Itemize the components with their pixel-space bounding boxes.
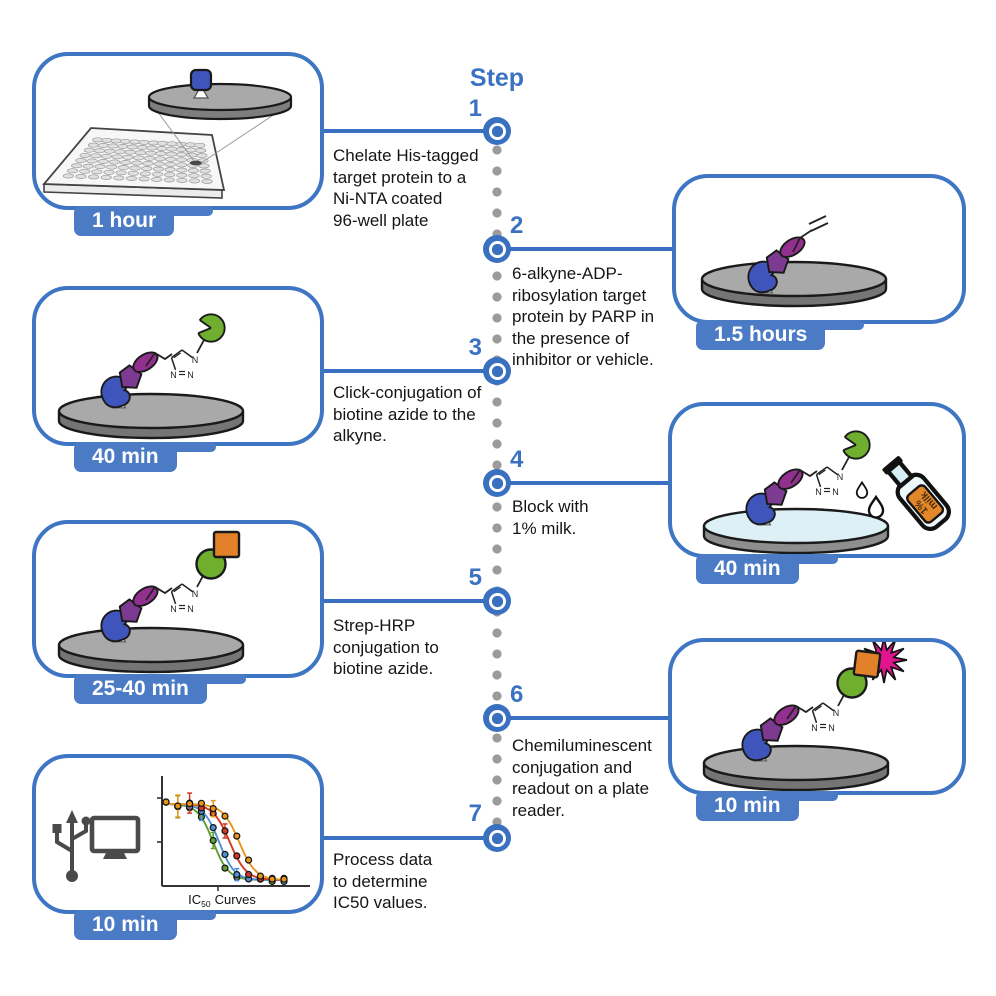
timeline-node-5 [483,587,511,615]
step-description-5: Strep-HRP conjugation to biotine azide. [333,616,439,678]
well-disc [57,626,245,674]
streptavidin-pacman [827,428,871,460]
milk-bottle-label [906,484,945,524]
time-badge-step1: 1 hour [74,206,214,236]
connector-step6 [509,716,671,720]
timeline-node-6 [483,704,511,732]
connector-step5 [320,599,486,603]
panel-step6: N N N [668,638,966,795]
linker-chain [786,704,814,720]
magnified-well-disc [147,68,293,121]
step-description-6: Chemiluminescent conjugation and readout… [512,736,652,820]
panel-step3: N N N [32,286,324,446]
ring-n-label: N [832,487,839,497]
step-description-3: Click-conjugation of biotine azide to th… [333,383,482,445]
time-badge-step2: 1.5 hours [696,320,865,350]
ring-n-label: N [187,604,194,614]
step6-illustration: N N N [702,642,908,791]
connector-step7 [320,836,486,840]
microplate [42,127,226,199]
ring-n-label: N [170,370,177,380]
triazole-ring: N N N [170,349,199,380]
step4-illustration: N N N 1% milk [702,428,951,554]
milk-droplet-large [867,495,885,519]
time-badge-step4: 40 min [696,554,837,584]
timeline-node-3 [483,357,511,385]
milk-droplet-small [855,481,869,499]
step-number-3: 3 [468,334,482,361]
biotin-bond [196,339,205,354]
connector-step4 [509,481,671,485]
step2-illustration [700,215,888,308]
step-description-7: Process data to determine IC50 values. [333,850,433,912]
timeline-node-7 [483,824,511,852]
milk-bottle: 1% milk [882,456,951,532]
connector-step2 [509,247,675,251]
step-number-6: 6 [510,681,524,708]
ring-n-label: N [833,708,840,718]
ring-n-label: N [192,355,199,365]
monitor-icon [89,815,141,859]
highlighted-well [190,160,202,166]
timeline-node-4 [483,469,511,497]
ring-n-label: N [811,723,818,733]
time-badge-step7: 10 min [74,910,215,940]
microplate-wells [62,137,213,184]
step-number-2: 2 [510,212,524,239]
triazole-ring: N N N [815,466,844,497]
triazole-ring: N N N [170,583,199,614]
ring-n-label: N [170,604,177,614]
usb-icon [52,810,91,882]
step-number-1: 1 [468,95,482,122]
time-badge-step5: 25-40 min [74,674,246,704]
step3-illustration: N N N [57,311,245,440]
ring-n-label: N [828,723,835,733]
ic50-curves [162,792,288,886]
alkyne-group [792,215,829,253]
time-badge-step6: 10 min [696,791,837,821]
milk-coated-disc [702,507,890,554]
streptavidin-pacman [182,311,226,343]
ring-n-label: N [187,370,194,380]
timeline-node-1 [483,117,511,145]
triazole-ring: N N N [811,702,840,733]
step-description-1: Chelate His-tagged target protein to a N… [333,146,479,230]
timeline-title: Step [469,64,525,92]
step5-illustration: N N N [57,530,245,674]
timeline-node-2 [483,235,511,263]
ring-n-label: N [837,472,844,482]
hrp-square [212,530,241,559]
well-disc [57,392,245,440]
his-tag-triangle [192,84,210,99]
connector-step3 [320,369,486,373]
ring-n-label: N [192,589,199,599]
well-disc [700,260,888,308]
panel-step4: N N N 1% milk [668,402,966,558]
step-number-7: 7 [468,800,482,827]
panel-step1 [32,52,324,210]
well-disc [702,744,890,791]
panel-step5: N N N [32,520,324,678]
hrp-square [852,649,882,679]
linker-chain [790,468,818,484]
step1-illustration [42,68,293,199]
connector-step1 [320,129,486,133]
step-number-5: 5 [468,564,482,591]
step-description-4: Block with 1% milk. [512,497,589,538]
step-description-2: 6-alkyne-ADP- ribosylation target protei… [512,264,655,369]
ring-n-label: N [815,487,822,497]
linker-chain [145,585,173,601]
step-number-4: 4 [510,446,524,473]
time-badge-step3: 40 min [74,442,215,472]
biotin-bond [841,456,850,471]
panel-step2 [672,174,966,324]
linker-chain [145,351,173,367]
his-tagged-protein [189,68,213,92]
